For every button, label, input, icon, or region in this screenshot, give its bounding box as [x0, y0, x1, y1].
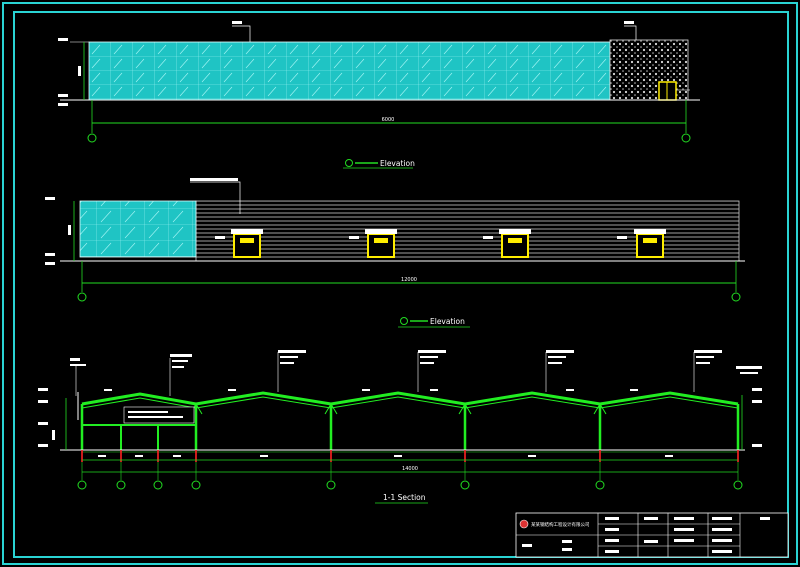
- glass-curtain-wall: [79, 200, 197, 258]
- column-group: [80, 404, 740, 450]
- axis-bubble: [595, 480, 605, 490]
- rolling-door: [501, 233, 529, 258]
- axis-bubble: [731, 292, 741, 302]
- roof-leaders: [70, 350, 762, 396]
- dimension-label: 14000: [402, 466, 418, 472]
- dimension-label: 12000: [401, 277, 417, 283]
- axis-bubble: [116, 480, 126, 490]
- section-1-1: 14000: [38, 350, 762, 504]
- glass-curtain-wall: [88, 41, 611, 101]
- elevation-2: 12000 Elevation: [45, 178, 745, 328]
- axis-bubble: [460, 480, 470, 490]
- axis-bubble: [153, 480, 163, 490]
- axis-bubble: [191, 480, 201, 490]
- rolling-door: [367, 233, 395, 258]
- axis-bubble: [326, 480, 336, 490]
- rolling-door: [233, 233, 261, 258]
- title-block: 某某钢结构工程设计有限公司: [515, 512, 789, 558]
- grid-axis-bubbles: [77, 462, 743, 490]
- inner-frame: [13, 11, 789, 558]
- axis-bubble: [733, 480, 743, 490]
- drawing-title: Elevation: [380, 159, 415, 168]
- company-name: 某某钢结构工程设计有限公司: [531, 521, 590, 528]
- drawing-title: Elevation: [430, 317, 465, 326]
- dimension-label: 6000: [382, 117, 395, 123]
- drawing-title: 1-1 Section: [383, 493, 426, 502]
- axis-bubble: [77, 292, 87, 302]
- roof-outline: [81, 391, 739, 406]
- rolling-door: [636, 233, 664, 258]
- door-group: [231, 229, 666, 258]
- mezzanine-note: [123, 406, 195, 424]
- elevation-1: 6000 Elevation: [58, 21, 700, 169]
- axis-bubble: [77, 480, 87, 490]
- company-logo-icon: [519, 519, 529, 529]
- axis-bubble: [681, 133, 691, 143]
- roof-inner-chord: [81, 396, 739, 409]
- axis-bubble: [87, 133, 97, 143]
